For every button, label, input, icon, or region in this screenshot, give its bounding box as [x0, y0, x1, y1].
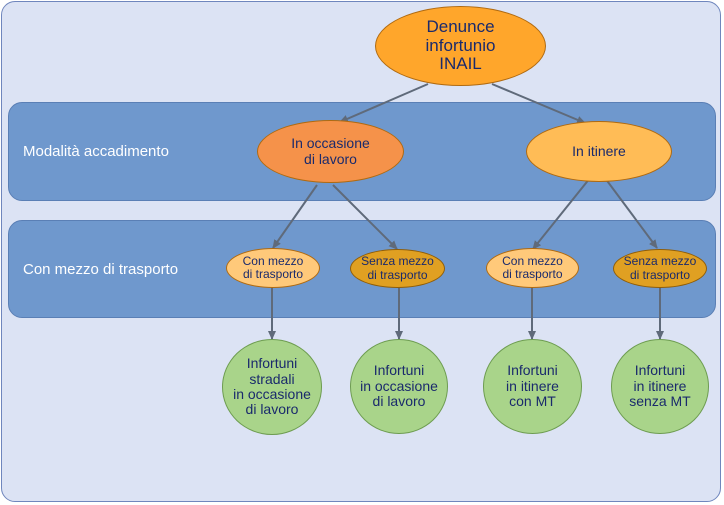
band-label-modalita: Modalità accadimento	[23, 143, 169, 160]
edge-occasione-con	[272, 184, 318, 249]
node-in-itinere: In itinere	[526, 121, 672, 182]
node-infortuni-stradali-occasione: Infortuni stradali in occasione di lavor…	[222, 339, 322, 435]
edge-occasione-senza	[332, 184, 398, 250]
node-occasione-senza-mezzo: Senza mezzo di trasporto	[350, 249, 445, 288]
edge-itinere-con	[532, 177, 591, 250]
node-occasione-con-mezzo: Con mezzo di trasporto	[226, 248, 320, 288]
edge-itinere-senza	[604, 177, 658, 249]
edge-root-occasione	[339, 83, 429, 123]
edge-root-itinere	[491, 83, 586, 124]
node-infortuni-occasione-lavoro: Infortuni in occasione di lavoro	[350, 339, 448, 434]
node-infortuni-itinere-con-mt: Infortuni in itinere con MT	[483, 339, 582, 434]
node-in-occasione-di-lavoro: In occasione di lavoro	[257, 120, 404, 183]
node-denunce-infortunio-inail: Denunce infortunio INAIL	[375, 6, 546, 86]
node-infortuni-itinere-senza-mt: Infortuni in itinere senza MT	[611, 339, 709, 434]
band-label-mezzo: Con mezzo di trasporto	[23, 261, 179, 278]
node-itinere-senza-mezzo: Senza mezzo di trasporto	[613, 249, 707, 288]
node-itinere-con-mezzo: Con mezzo di trasporto	[486, 248, 579, 288]
